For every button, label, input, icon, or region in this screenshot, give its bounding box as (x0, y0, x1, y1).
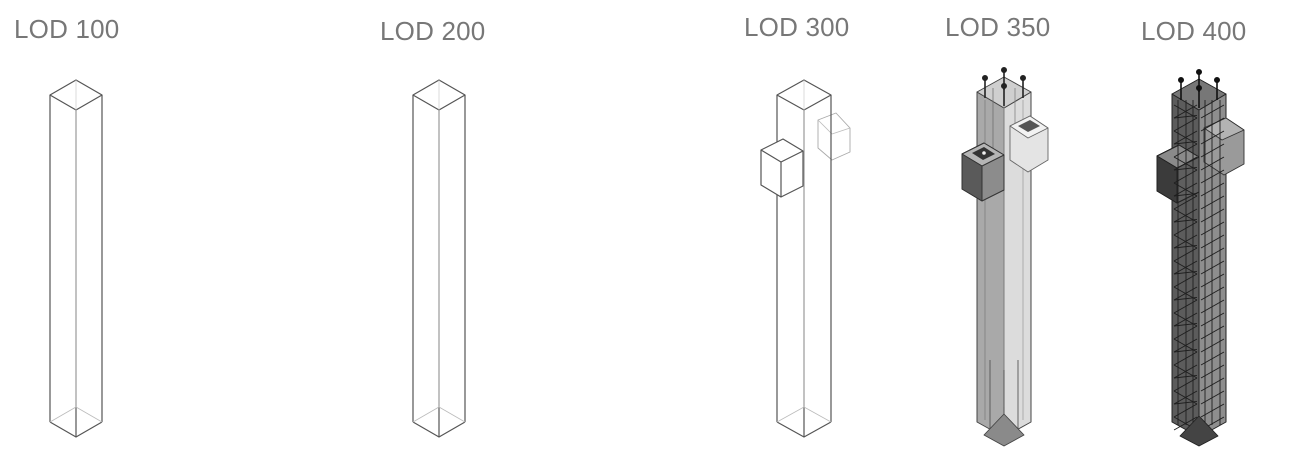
lod-400-label: LOD 400 (1141, 16, 1247, 46)
lod-400-anchor-bolts (1178, 69, 1221, 108)
lod-100-label: LOD 100 (14, 14, 120, 44)
lod-300-column (760, 79, 851, 438)
lod-200-column (412, 79, 466, 438)
lod-100-column (49, 79, 103, 438)
lod-350-base-anchors (983, 360, 1025, 447)
lod-350-anchor-bolts (981, 67, 1026, 106)
lod-400-column (1156, 69, 1245, 447)
lod-200-label: LOD 200 (380, 16, 486, 46)
lod-350-column (961, 67, 1049, 447)
lod-350-label: LOD 350 (945, 12, 1051, 42)
lod-300-label: LOD 300 (744, 12, 850, 42)
